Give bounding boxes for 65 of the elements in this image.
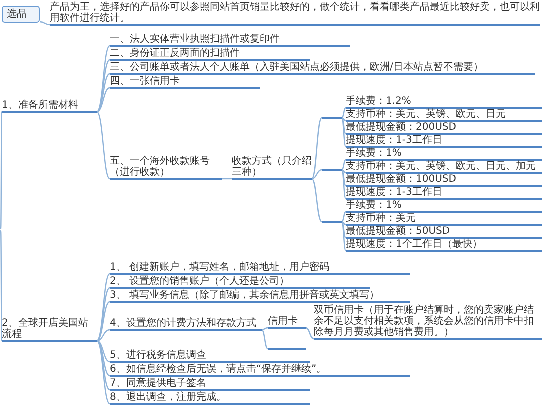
connector-line (96, 112, 110, 180)
topic-label: 4、设置您的计费方法和存款方式 (110, 318, 262, 331)
connector-line (96, 288, 110, 342)
topic-label: 1、 创建新账户，填写姓名，邮箱地址，用户密码 (110, 262, 410, 275)
connector-line (96, 60, 110, 112)
topic-label: 2、 设置您的销售账户（个人还是公司） (110, 276, 370, 289)
topic-label: 手续费：1% (346, 200, 542, 213)
connector-line (342, 221, 346, 226)
connector-line (342, 108, 346, 118)
connector-line (342, 117, 346, 122)
connector-line (342, 169, 346, 174)
topic-label: 最低提现金额：100USD (346, 174, 542, 187)
topic-label: 产品为王，选择好的产品你可以参照同站首页销量比较好的，做个统计，看看哪类产品最近比较好卖，也可以利用软件进行统计。 (50, 2, 540, 26)
connector-line (40, 21, 50, 26)
topic-label: 7、同意提供电子签名 (110, 378, 310, 391)
topic-label: 5、进行税务信息调查 (110, 350, 310, 363)
connector-line (0, 230, 3, 342)
connector-line (342, 212, 346, 222)
topic-label: 3、 填写业务信息（除了邮编，其余信息用拼音或英文填写） (110, 290, 410, 303)
topic-label: 手续费：1.2% (346, 96, 542, 109)
topic-label: 最低提现金额：200USD (346, 122, 542, 135)
connector-line (342, 160, 346, 170)
connector-line (96, 340, 110, 404)
topic-label: 最低提现金额：50USD (346, 226, 542, 239)
topic-label: 支持币种：美元、英镑、欧元、日元 (346, 109, 542, 122)
connector-line (96, 340, 110, 363)
connector-line (312, 118, 322, 180)
connector-line (342, 118, 346, 134)
connector-line (262, 327, 268, 331)
connector-line (0, 112, 3, 230)
connector-line (341, 222, 347, 252)
topic-label: 信用卡 (268, 316, 306, 329)
connector-line (96, 87, 110, 113)
topic-label: 提现速度：1-3工作日 (346, 135, 542, 148)
topic-label: 手续费：1% (346, 148, 542, 161)
topic-label: 双币信用卡（用于在账户结算时，您的卖家账户结余不足以支付相关款项，系统会从您的信用卡中扣除每月月费或其他销售费用。） (314, 305, 542, 340)
topic-label: 8、退出调查，注册完成。 (110, 392, 310, 405)
connector-line (96, 340, 110, 377)
branch-topic: 1、准备所需材料 (2, 100, 97, 113)
topic-label: 三、公司账单或者法人个人账单（入驻美国站点必须提供，欧洲/日本站点暂不需要） (110, 62, 535, 75)
topic-label: 支持币种：美元、英镑、欧元、日元、加元 (346, 161, 542, 174)
topic-label: 一、法人实体营业执照扫描件或复印件 (110, 34, 350, 47)
connector-line (96, 329, 110, 342)
connector-line (306, 327, 314, 340)
topic-label: 6、如信息经检查后无误，请点击“保存并继续”。 (110, 364, 410, 377)
connector-line (341, 118, 347, 148)
topic-label: 支持币种：美元 (346, 213, 542, 226)
topic-label: 五、一个海外收款账号（进行收款） (110, 156, 222, 180)
topic-label: 收款方式（只介绍三种） (232, 156, 312, 180)
connector-line (342, 170, 346, 186)
topic-label: 四、一张信用卡 (110, 76, 260, 89)
connector-line (342, 222, 346, 238)
connector-line (312, 169, 322, 180)
topic-box: 选品 (2, 6, 40, 23)
topic-label: 二、身份证正反两面的扫描件 (110, 48, 310, 61)
branch-topic: 2、全球开店美国站流程 (2, 318, 97, 342)
connector-line (222, 178, 232, 180)
connector-line (341, 170, 347, 200)
connector-line (262, 330, 268, 350)
connector-line (96, 73, 110, 113)
connector-line (96, 301, 110, 342)
topic-label: 提现速度：1个工作日（最快） (346, 239, 542, 252)
connector-line (312, 178, 322, 222)
connector-line (96, 340, 110, 390)
topic-label: 提现速度：1-3工作日 (346, 187, 542, 200)
